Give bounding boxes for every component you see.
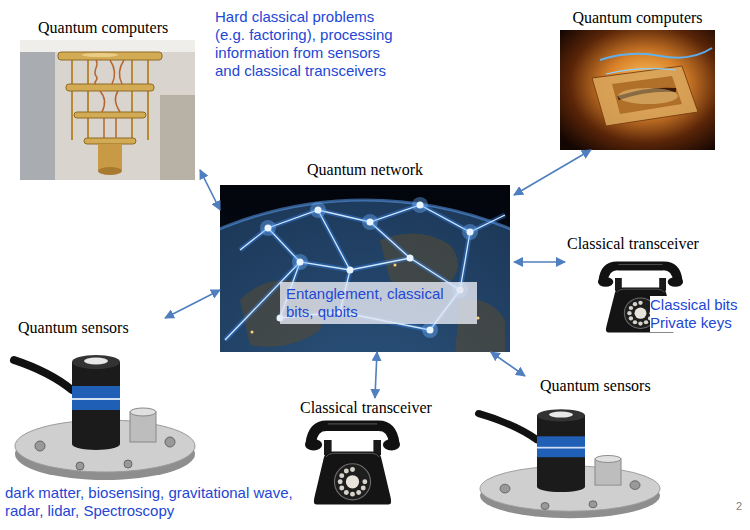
network-nodes-part (427, 327, 434, 334)
glow-lines-part (370, 222, 410, 258)
network-nodes-part (467, 229, 474, 236)
network-nodes-part (462, 224, 478, 240)
network-links-part (370, 222, 410, 258)
double-arrow (375, 352, 377, 398)
dilution-refrigerator-photo-part (110, 60, 115, 84)
dilution-refrigerator-photo-part (100, 91, 105, 112)
double-arrow (165, 290, 220, 318)
dilution-refrigerator-photo-part (87, 60, 89, 140)
network-links (225, 205, 505, 340)
sensor-illustration (479, 409, 660, 518)
network-globe-image-part (220, 200, 510, 352)
superconducting-chip-photo-part (560, 30, 715, 150)
dilution-refrigerator-photo-part (71, 60, 73, 140)
dilution-refrigerator-photo-part (160, 95, 195, 180)
transceiver-node: Classical transceiver (290, 398, 445, 512)
double-arrow (514, 261, 565, 263)
sensor-node: Quantum sensorsdark matter, biosensing, … (10, 318, 200, 482)
network-nodes-part (367, 219, 374, 226)
network-nodes-part (251, 331, 254, 334)
superconducting-chip-photo-part (618, 88, 678, 104)
node-heading: Quantum network (220, 160, 510, 179)
network-nodes-part (260, 220, 276, 236)
glow-lines-part (268, 228, 460, 290)
node-heading: Quantum computers (560, 8, 715, 27)
node-heading: Quantum computers (38, 18, 168, 37)
quantum-computer-node: Quantum computersHard classical problems… (20, 18, 200, 180)
superconducting-chip-photo (560, 30, 715, 150)
superconducting-chip-photo-part (600, 48, 712, 60)
network-nodes-part (422, 322, 438, 338)
dilution-refrigerator-photo-part (98, 167, 122, 175)
network-globe-image-part (220, 200, 510, 352)
rotary-phone-illustration (305, 424, 400, 505)
dilution-refrigerator-photo-part (147, 60, 149, 140)
node-heading: Classical transceiver (567, 234, 699, 253)
dilution-refrigerator-photo-part (98, 144, 122, 170)
node-heading: Quantum sensors (540, 376, 651, 395)
network-nodes-part (297, 259, 304, 266)
dilution-refrigerator-photo (20, 40, 195, 180)
node-heading: Quantum sensors (18, 318, 129, 337)
network-nodes-part (315, 207, 322, 214)
network-nodes-part (310, 202, 326, 218)
payload-box: Entanglement, classical bits, qubits (280, 282, 477, 324)
transceiver-node: Classical transceiverClassical bits Priv… (565, 234, 730, 335)
description-text: dark matter, biosensing, gravitational w… (5, 484, 295, 520)
dilution-refrigerator-photo-part (115, 91, 120, 112)
dilution-refrigerator-photo-part (20, 40, 195, 180)
network-globe-image (220, 185, 510, 352)
double-arrow (491, 352, 525, 376)
network-nodes-part (407, 255, 414, 262)
sensor-node: Quantum sensors (475, 376, 665, 520)
network-nodes-part (265, 225, 272, 232)
dilution-refrigerator-photo-part (103, 118, 105, 138)
node-heading: Classical transceiver (300, 398, 432, 417)
network-nodes-part (362, 214, 378, 230)
dilution-refrigerator-photo-part (115, 118, 117, 138)
superconducting-chip-photo-part (592, 66, 698, 126)
network-links-part (268, 228, 460, 290)
network-nodes-part (417, 202, 424, 209)
dilution-refrigerator-photo-part (84, 138, 136, 144)
payload-text: Entanglement, classical bits, qubits (286, 285, 471, 321)
dilution-refrigerator-photo-part (20, 40, 55, 180)
dilution-refrigerator-photo-part (82, 53, 118, 57)
dilution-refrigerator-photo-part (58, 52, 162, 60)
network-nodes (251, 197, 480, 338)
network-nodes-part (412, 197, 428, 213)
double-arrow (200, 170, 220, 210)
description-text: Classical bits Private keys (650, 296, 745, 332)
page-number: 2 (736, 500, 742, 513)
dilution-refrigerator-photo-part (20, 40, 195, 52)
superconducting-chip-photo-part (612, 76, 682, 114)
dilution-refrigerator-photo-part (95, 60, 97, 84)
network-nodes-part (394, 264, 397, 267)
dilution-refrigerator-photo-part (131, 60, 133, 140)
description-text: Hard classical problems (e.g. factoring)… (215, 8, 400, 80)
dilution-refrigerator-photo-part (66, 84, 154, 91)
superconducting-chip-photo-part (606, 69, 676, 74)
network-links-part (240, 205, 505, 250)
network-nodes-part (347, 267, 354, 274)
quantum-computer-node: Quantum computers (560, 8, 719, 150)
network-nodes-part (292, 254, 308, 270)
network-node: Quantum networkEntanglement, classical b… (220, 160, 514, 352)
dilution-refrigerator-photo-part (119, 60, 124, 84)
double-arrow (514, 150, 591, 195)
glow-lines (225, 205, 505, 340)
dilution-refrigerator-photo-part (74, 112, 146, 118)
sensor-illustration (14, 355, 195, 480)
